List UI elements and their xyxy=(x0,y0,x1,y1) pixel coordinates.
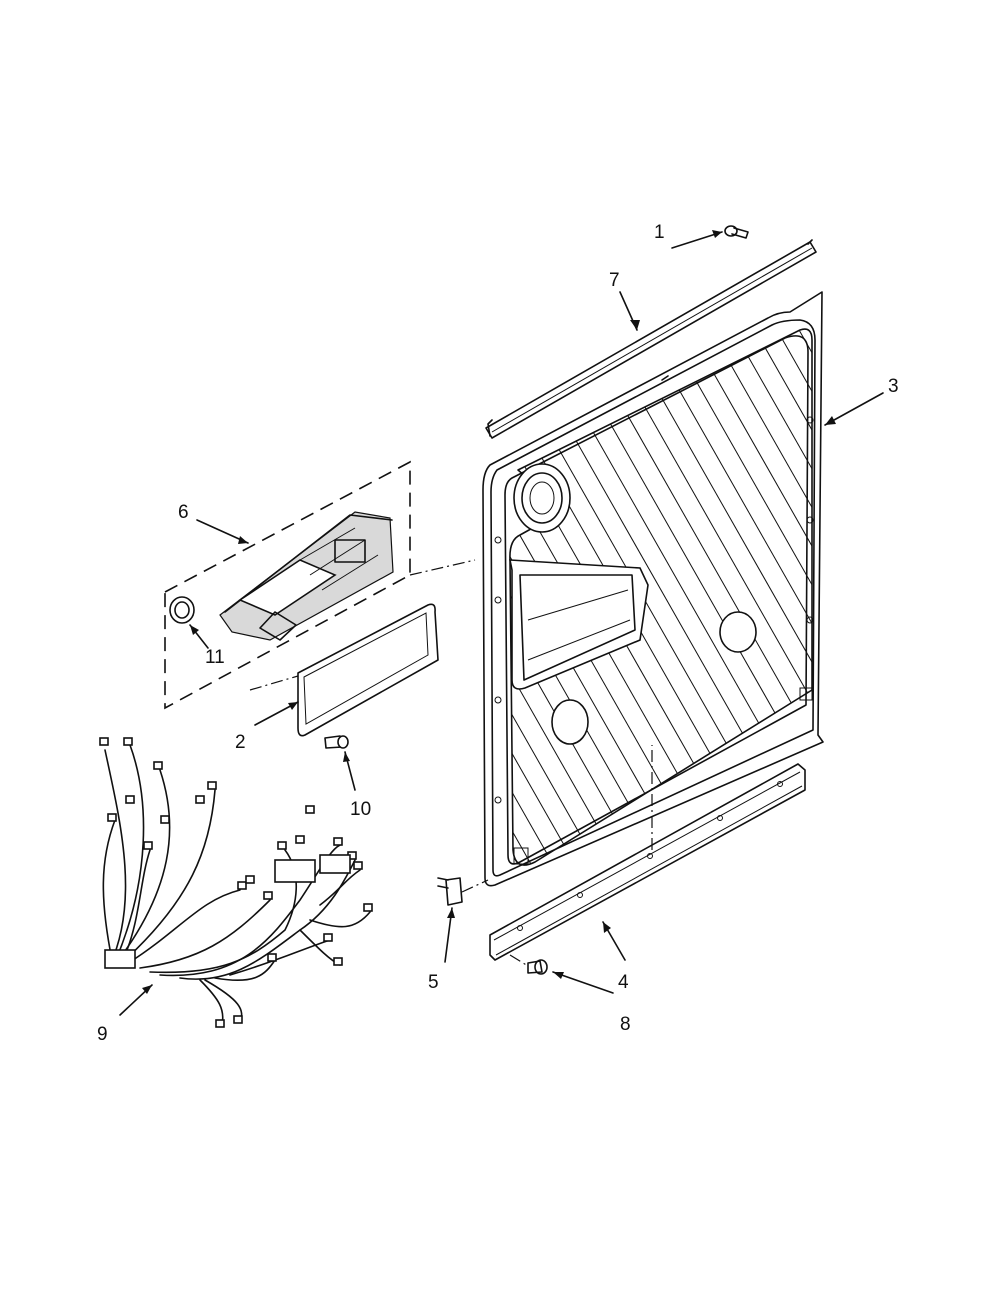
hatch-line xyxy=(958,300,1000,880)
harness-wire xyxy=(319,869,361,906)
dispenser-knob xyxy=(169,596,195,624)
callout-3: 3 xyxy=(888,376,899,397)
harness-wire xyxy=(124,849,151,956)
harness-connector xyxy=(125,795,135,804)
hatch-line xyxy=(509,329,629,866)
harness-connector xyxy=(143,841,153,850)
hatch-line xyxy=(671,329,812,866)
harness-connector xyxy=(107,813,117,822)
hatch-line xyxy=(826,300,1000,880)
harness-connector xyxy=(160,815,170,824)
hatch-line xyxy=(759,329,812,866)
top-screw xyxy=(724,225,749,239)
harness-block-connector xyxy=(319,854,351,874)
harness-wire xyxy=(104,749,127,966)
harness-connector xyxy=(245,875,255,884)
wire-harness xyxy=(99,737,373,1028)
hatch-line xyxy=(936,300,1000,880)
hatch-line xyxy=(980,300,1000,880)
harness-connector xyxy=(99,737,109,746)
harness-connector xyxy=(207,781,217,790)
callout-8: 8 xyxy=(620,1014,631,1035)
harness-connector xyxy=(233,1015,243,1024)
harness-connector xyxy=(333,837,343,846)
callout-11: 11 xyxy=(205,647,225,668)
leader-arrows xyxy=(119,230,884,1016)
callout-4: 4 xyxy=(618,972,629,993)
hatch-line xyxy=(627,329,812,866)
harness-connector xyxy=(195,795,205,804)
callout-10: 10 xyxy=(350,799,371,820)
door-clip xyxy=(437,877,489,906)
harness-wire xyxy=(229,939,331,976)
hatch-line xyxy=(649,329,812,866)
harness-connector xyxy=(305,805,315,814)
hatch-line xyxy=(715,329,812,866)
harness-wire xyxy=(199,979,224,1026)
harness-wire xyxy=(309,911,371,928)
harness-connector xyxy=(123,737,133,746)
harness-connector xyxy=(277,841,287,850)
callout-5: 5 xyxy=(428,972,439,993)
harness-connector xyxy=(323,933,333,942)
harness-block-connector xyxy=(104,949,136,969)
hatch-line xyxy=(914,300,1000,880)
hatch-line xyxy=(892,300,1000,880)
dispenser-gasket xyxy=(249,603,439,737)
harness-wire xyxy=(214,959,276,982)
callout-6: 6 xyxy=(178,502,189,523)
harness-connector xyxy=(333,957,343,966)
gasket-screw xyxy=(324,735,349,749)
inner-door-panel xyxy=(482,291,1000,887)
hatch-line xyxy=(509,329,607,866)
top-trim-strip xyxy=(485,239,817,439)
callout-7: 7 xyxy=(609,270,620,291)
harness-connector xyxy=(353,861,363,870)
callout-1: 1 xyxy=(654,222,665,243)
harness-connector xyxy=(263,891,273,900)
harness-connector xyxy=(267,953,277,962)
hatch-line xyxy=(509,329,651,866)
harness-wire xyxy=(129,889,241,963)
bottom-trim-rail xyxy=(489,745,806,961)
hatch-line xyxy=(803,329,812,866)
harness-wire xyxy=(102,819,116,961)
harness-wire xyxy=(139,899,271,969)
dispenser-assembly xyxy=(164,460,476,710)
harness-connector xyxy=(153,761,163,770)
hatch-line xyxy=(848,300,1000,880)
harness-wire xyxy=(119,769,171,959)
harness-connector xyxy=(215,1019,225,1028)
hatch-line xyxy=(693,329,812,866)
hatch-line xyxy=(737,329,812,866)
harness-wire xyxy=(114,744,145,963)
harness-connector xyxy=(295,835,305,844)
harness-block-connector xyxy=(274,859,316,883)
bottom-screw xyxy=(509,954,548,975)
hatch-line xyxy=(509,329,673,866)
hatch-line xyxy=(509,329,585,866)
callout-9: 9 xyxy=(97,1024,108,1045)
harness-wire xyxy=(124,789,216,961)
frame-fasteners xyxy=(494,416,814,865)
callout-labels: 1 2 3 4 5 6 7 8 9 10 11 xyxy=(97,222,899,1045)
callout-2: 2 xyxy=(235,732,246,753)
harness-connector xyxy=(363,903,373,912)
harness-connector xyxy=(237,881,247,890)
